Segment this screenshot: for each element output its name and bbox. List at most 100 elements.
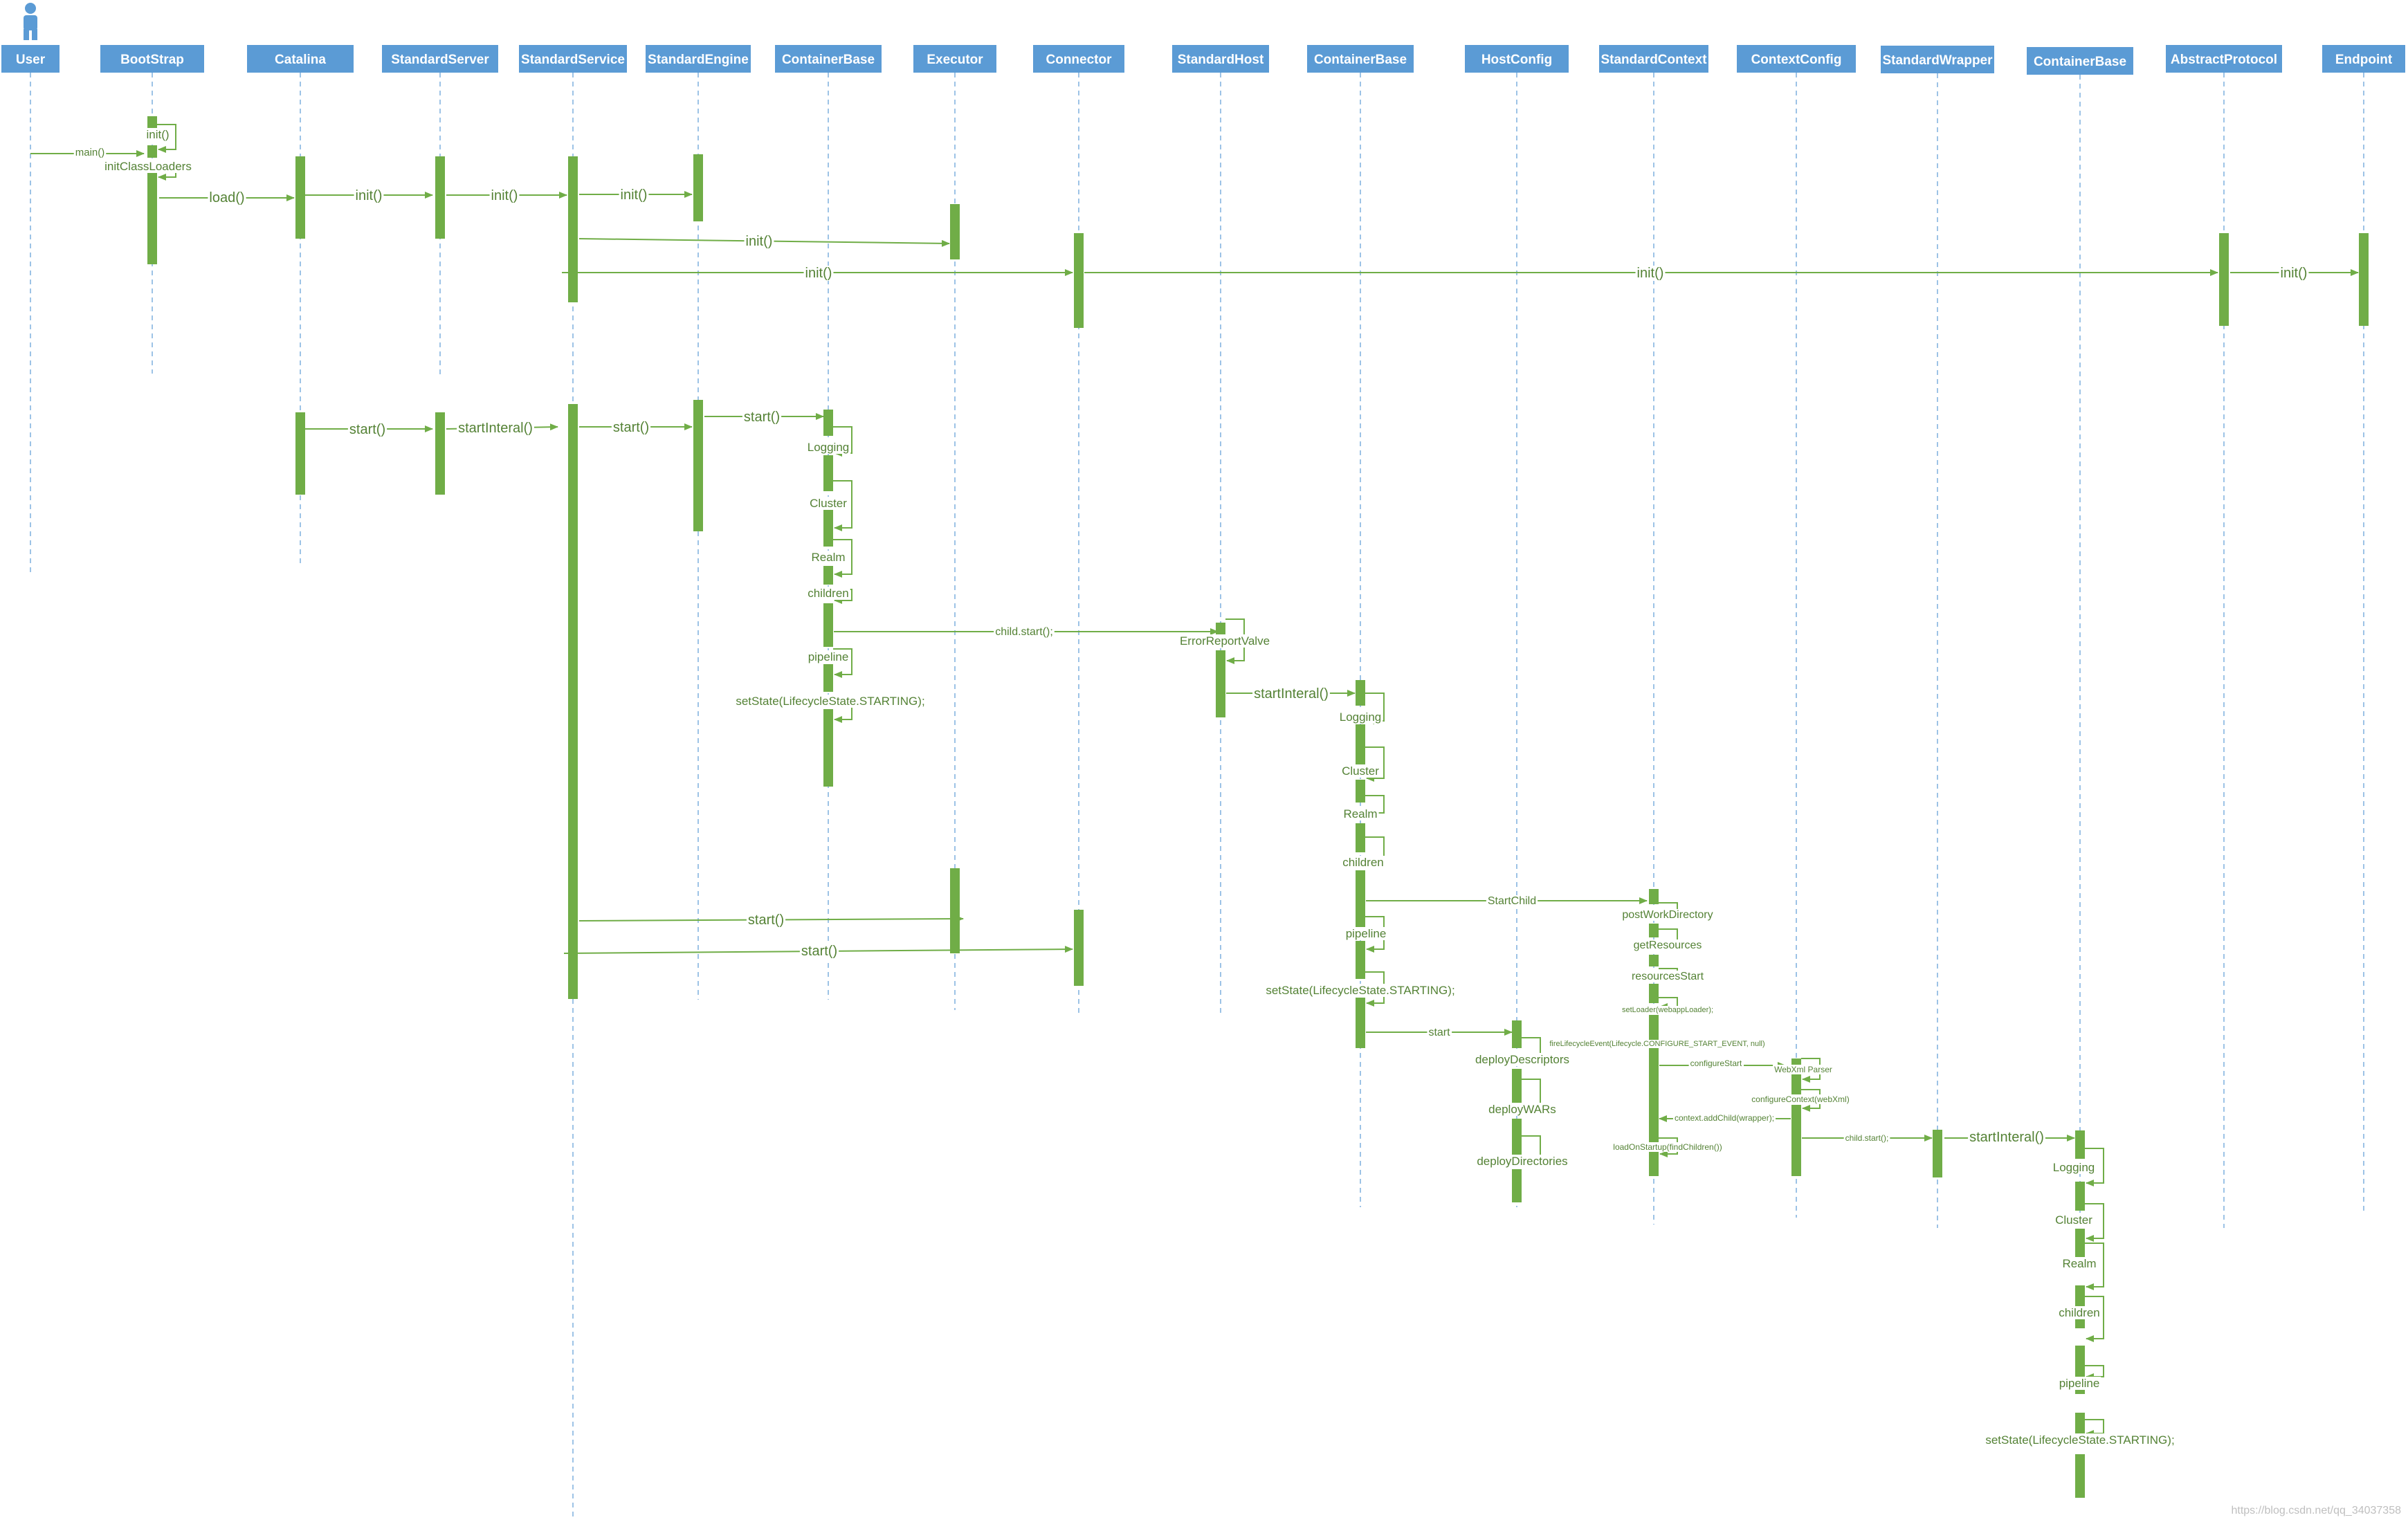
self-call-arrow bbox=[833, 648, 852, 678]
message-label: fireLifecycleEvent(Lifecycle.CONFIGURE_S… bbox=[1549, 1040, 1764, 1048]
message-label: ErrorReportValve bbox=[1180, 634, 1270, 648]
participant-catalina: Catalina bbox=[247, 45, 354, 73]
abstract-protocol-activation-bar bbox=[2219, 233, 2229, 326]
container-base-2-activation-bar bbox=[1356, 941, 1365, 979]
participant-label: ContextConfig bbox=[1751, 53, 1842, 67]
message-label: init() bbox=[2281, 266, 2308, 281]
message-22: pipeline bbox=[806, 648, 852, 678]
message-14: start() bbox=[579, 420, 693, 435]
container-base-2-activation-bar bbox=[1356, 870, 1365, 927]
message-25: Logging bbox=[1338, 693, 1385, 724]
message-label: init() bbox=[491, 188, 518, 203]
message-label: init() bbox=[146, 128, 169, 141]
label-background bbox=[619, 187, 649, 203]
message-label: configureStart bbox=[1690, 1058, 1742, 1068]
container-base-1-activation-bar bbox=[823, 510, 833, 547]
participant-label: StandardServer bbox=[391, 53, 489, 67]
host-config-activation-bar bbox=[1512, 1119, 1522, 1155]
message-label: main() bbox=[75, 147, 105, 158]
participant-box bbox=[2027, 47, 2133, 75]
message-53: setState(LifecycleState.STARTING); bbox=[1984, 1419, 2176, 1447]
self-call-arrow bbox=[2085, 1203, 2104, 1242]
message-26: Cluster bbox=[1340, 746, 1385, 782]
participant-box bbox=[1307, 45, 1414, 73]
participant-host-config: HostConfig bbox=[1465, 45, 1569, 73]
message-label: startInteral() bbox=[1969, 1130, 2044, 1145]
participant-box bbox=[913, 45, 996, 73]
message-label: Cluster bbox=[810, 497, 847, 510]
activation-bars bbox=[147, 116, 2369, 1498]
self-call-arrow bbox=[157, 124, 176, 153]
participant-label: ContainerBase bbox=[2034, 55, 2126, 69]
label-background bbox=[734, 695, 927, 708]
participant-executor: Executor bbox=[913, 45, 996, 73]
message-label: start() bbox=[744, 410, 780, 425]
message-label: StartChild bbox=[1488, 895, 1536, 907]
participant-box bbox=[646, 45, 751, 73]
participant-abstract-protocol: AbstractProtocol bbox=[2166, 45, 2282, 73]
label-background bbox=[1487, 1103, 1558, 1116]
label-background bbox=[1178, 634, 1272, 648]
label-background bbox=[145, 128, 171, 141]
message-label: setLoader(webappLoader); bbox=[1622, 1006, 1713, 1014]
message-label: Logging bbox=[1340, 710, 1382, 724]
standard-service-activation-bar bbox=[568, 156, 578, 302]
message-24: startInteral() bbox=[1226, 686, 1356, 702]
participant-label: StandardHost bbox=[1178, 53, 1264, 67]
label-background bbox=[746, 913, 786, 928]
message-30: pipeline bbox=[1344, 916, 1388, 953]
message-label: setState(LifecycleState.STARTING); bbox=[1266, 984, 1454, 997]
bootstrap-activation-bar bbox=[147, 116, 157, 129]
message-13: startInteral() bbox=[446, 421, 558, 436]
label-background bbox=[1843, 1133, 1890, 1143]
message-3: initClassLoaders bbox=[103, 160, 193, 181]
message-label: deployWARs bbox=[1488, 1103, 1556, 1116]
message-48: Logging bbox=[2051, 1148, 2104, 1186]
participant-standard-engine: StandardEngine bbox=[646, 45, 751, 73]
participant-box bbox=[1881, 46, 1994, 73]
message-50: Realm bbox=[2061, 1243, 2104, 1290]
message-label: deployDirectories bbox=[1477, 1155, 1567, 1168]
participant-label: Executor bbox=[927, 53, 983, 67]
message-31: setState(LifecycleState.STARTING); bbox=[1264, 971, 1457, 1007]
watermark: https://blog.csdn.net/qq_34037358 bbox=[2231, 1505, 2401, 1516]
label-background bbox=[744, 234, 774, 249]
message-11: init() bbox=[2230, 266, 2359, 281]
standard-host-activation-bar bbox=[1216, 650, 1225, 717]
message-label: context.addChild(wrapper); bbox=[1675, 1113, 1774, 1123]
message-36: postWorkDirectory bbox=[1621, 902, 1715, 921]
message-label: setState(LifecycleState.STARTING); bbox=[736, 695, 924, 708]
label-background bbox=[2279, 266, 2309, 281]
participant-box bbox=[247, 45, 354, 73]
bootstrap-activation-bar bbox=[147, 145, 157, 158]
message-52: pipeline bbox=[2057, 1365, 2104, 1390]
message-35: deployDirectories bbox=[1475, 1135, 1569, 1168]
message-33: deployDescriptors bbox=[1473, 1037, 1571, 1066]
context-config-activation-bar bbox=[1791, 1105, 1801, 1176]
message-44: context.addChild(wrapper); bbox=[1659, 1113, 1791, 1123]
message-label: init() bbox=[1637, 266, 1664, 281]
catalina-activation-bar bbox=[295, 412, 305, 495]
message-40: fireLifecycleEvent(Lifecycle.CONFIGURE_S… bbox=[1548, 1040, 1767, 1048]
message-34: deployWARs bbox=[1487, 1079, 1558, 1116]
message-21: ErrorReportValve bbox=[1178, 618, 1272, 664]
self-call-arrow bbox=[2085, 1148, 2104, 1186]
message-39: setLoader(webappLoader); bbox=[1620, 997, 1715, 1014]
label-background bbox=[1620, 1006, 1715, 1014]
message-17: Cluster bbox=[808, 480, 852, 531]
label-background bbox=[1252, 686, 1330, 702]
message-label: pipeline bbox=[2059, 1377, 2100, 1390]
message-51: children bbox=[2057, 1296, 2104, 1342]
message-46: child.start(); bbox=[1802, 1133, 1933, 1143]
message-29: StartChild bbox=[1366, 895, 1648, 907]
standard-context-activation-bar bbox=[1649, 1015, 1659, 1176]
label-background bbox=[1688, 1058, 1744, 1068]
connector-activation-bar bbox=[1074, 910, 1084, 986]
participant-endpoint: Endpoint bbox=[2322, 45, 2405, 73]
label-background bbox=[1773, 1065, 1834, 1074]
message-label: Realm bbox=[811, 551, 845, 564]
label-background bbox=[805, 441, 851, 454]
standard-context-activation-bar bbox=[1649, 889, 1659, 904]
participant-label: StandardService bbox=[521, 53, 625, 67]
